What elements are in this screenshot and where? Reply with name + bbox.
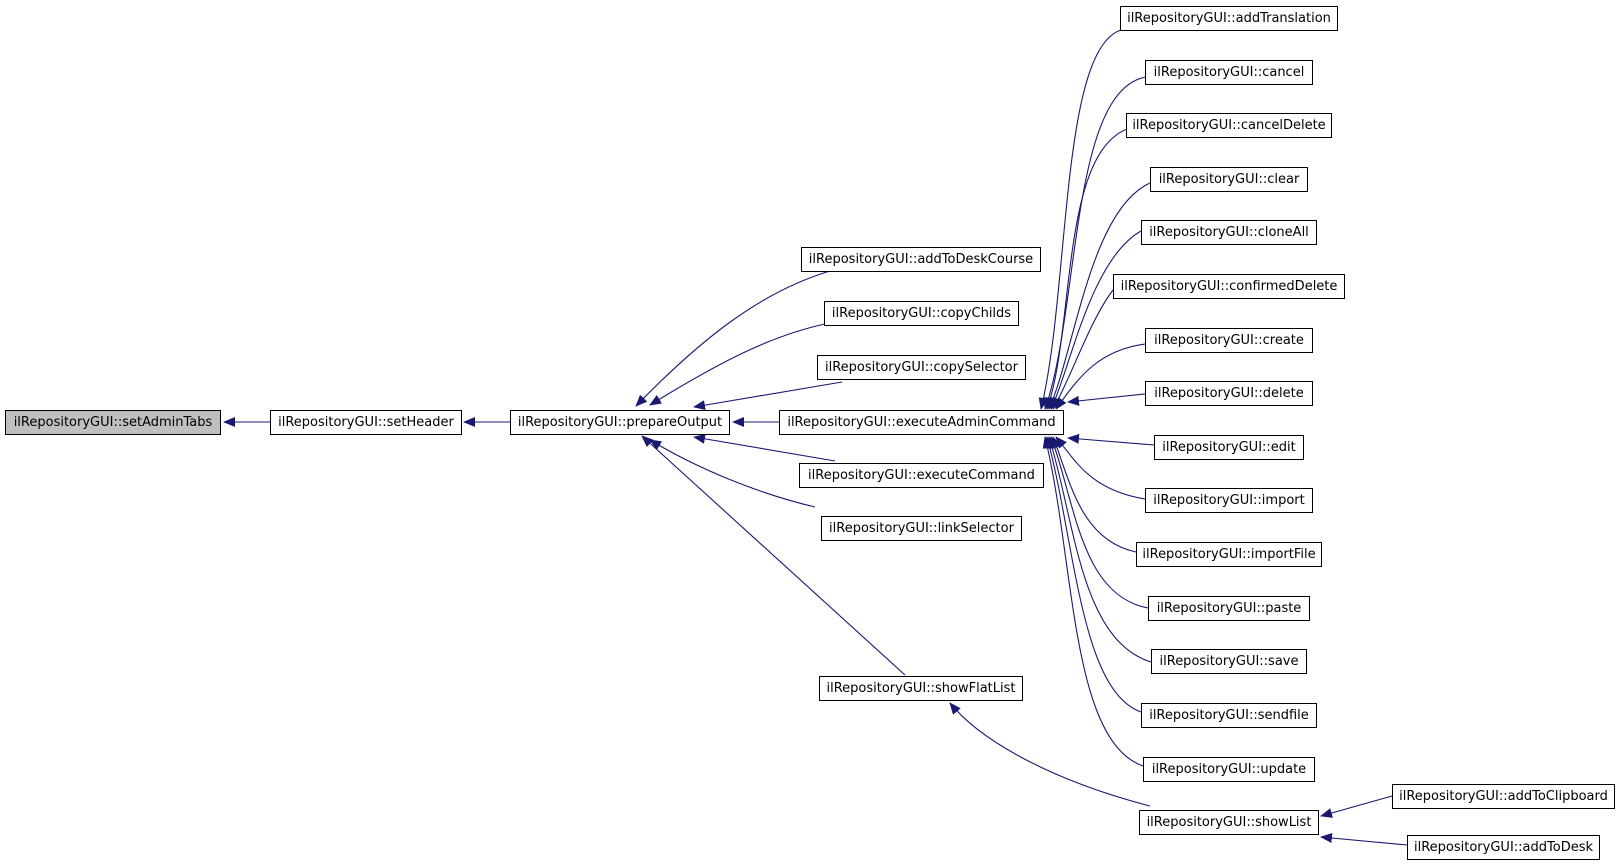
node-clone-all[interactable]: ilRepositoryGUI::cloneAll — [1141, 220, 1317, 245]
node-import[interactable]: ilRepositoryGUI::import — [1145, 488, 1313, 513]
node-execute-command[interactable]: ilRepositoryGUI::executeCommand — [799, 463, 1044, 488]
node-import-file[interactable]: ilRepositoryGUI::importFile — [1136, 542, 1322, 567]
call-edge — [1320, 795, 1393, 818]
call-edge — [635, 270, 831, 407]
call-edge — [1052, 436, 1137, 553]
node-confirmed-delete[interactable]: ilRepositoryGUI::confirmedDelete — [1113, 274, 1345, 299]
call-edge — [1052, 289, 1114, 410]
call-edge — [1045, 127, 1131, 410]
call-edge — [1050, 436, 1149, 609]
node-update[interactable]: ilRepositoryGUI::update — [1143, 757, 1315, 782]
node-execute-admin-command[interactable]: ilRepositoryGUI::executeAdminCommand — [779, 410, 1064, 435]
node-cancel-delete[interactable]: ilRepositoryGUI::cancelDelete — [1126, 113, 1332, 138]
node-link-selector[interactable]: ilRepositoryGUI::linkSelector — [821, 516, 1022, 541]
node-save[interactable]: ilRepositoryGUI::save — [1151, 649, 1307, 674]
node-sendfile[interactable]: ilRepositoryGUI::sendfile — [1141, 703, 1317, 728]
node-create[interactable]: ilRepositoryGUI::create — [1145, 328, 1313, 353]
node-show-list[interactable]: ilRepositoryGUI::showList — [1139, 810, 1319, 835]
node-clear[interactable]: ilRepositoryGUI::clear — [1150, 167, 1308, 192]
call-edge — [1038, 29, 1122, 410]
node-show-flat-list[interactable]: ilRepositoryGUI::showFlatList — [819, 676, 1023, 701]
node-set-admin-tabs: ilRepositoryGUI::setAdminTabs — [5, 410, 221, 435]
call-edge — [693, 381, 843, 411]
node-prepare-output[interactable]: ilRepositoryGUI::prepareOutput — [510, 410, 730, 435]
node-set-header[interactable]: ilRepositoryGUI::setHeader — [270, 410, 462, 435]
call-edge — [949, 702, 1151, 807]
call-edge — [1045, 436, 1142, 713]
node-add-to-desk-course[interactable]: ilRepositoryGUI::addToDeskCourse — [801, 247, 1041, 272]
node-add-to-desk[interactable]: ilRepositoryGUI::addToDesk — [1407, 835, 1600, 860]
call-edge — [1320, 833, 1408, 846]
call-edge — [693, 433, 836, 462]
call-edge — [1047, 436, 1152, 663]
node-edit[interactable]: ilRepositoryGUI::edit — [1154, 435, 1304, 460]
call-edge — [1055, 343, 1146, 410]
call-edge — [649, 323, 826, 406]
node-delete[interactable]: ilRepositoryGUI::delete — [1145, 381, 1313, 406]
node-copy-selector[interactable]: ilRepositoryGUI::copySelector — [817, 355, 1026, 380]
call-edge — [1067, 393, 1146, 406]
node-paste[interactable]: ilRepositoryGUI::paste — [1148, 596, 1310, 621]
node-copy-childs[interactable]: ilRepositoryGUI::copyChilds — [824, 301, 1019, 326]
call-edge — [1050, 230, 1142, 410]
call-edge — [649, 439, 816, 508]
call-edge — [1055, 436, 1146, 500]
call-edge — [1048, 182, 1151, 410]
call-edge — [1043, 76, 1147, 410]
call-edge — [1067, 433, 1155, 446]
call-edge — [641, 435, 906, 676]
node-add-to-clipboard[interactable]: ilRepositoryGUI::addToClipboard — [1392, 784, 1615, 809]
call-edge — [1042, 436, 1144, 767]
node-add-translation[interactable]: ilRepositoryGUI::addTranslation — [1120, 6, 1338, 31]
node-cancel[interactable]: ilRepositoryGUI::cancel — [1145, 60, 1313, 85]
